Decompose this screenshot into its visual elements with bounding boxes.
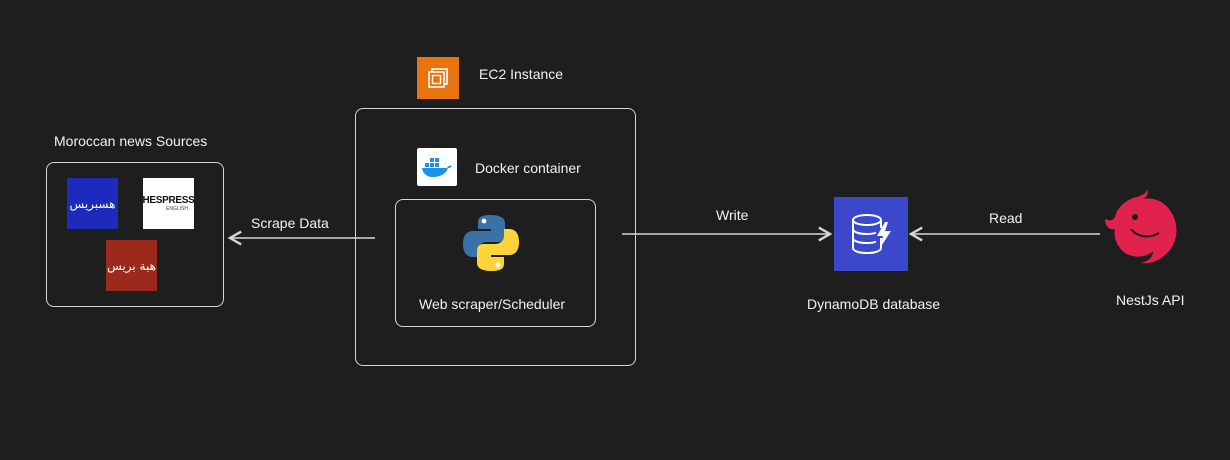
docker-icon [417,148,457,186]
docker-box [395,199,596,327]
sources-box [46,162,224,307]
hiba-press-text: هبة بريس [107,258,156,273]
hiba-press-logo: هبة بريس [106,240,157,291]
hespress-english-sub: ENGLISH [166,206,188,212]
hespress-arabic-text: هسبريس [69,196,116,211]
hespress-arabic-logo: هسبريس [67,178,118,229]
python-icon [458,210,524,276]
ec2-label: EC2 Instance [479,66,564,82]
ec2-icon [417,57,459,99]
nestjs-icon [1100,184,1186,270]
dynamo-label: DynamoDB database [807,296,941,312]
edge-scrape-label: Scrape Data [251,215,329,231]
ec2-box [355,108,636,366]
hespress-english-text: HESPRESS [143,195,194,206]
hespress-english-logo: HESPRESS ENGLISH [143,178,194,229]
docker-label: Docker container [475,160,581,176]
nest-label: NestJs API [1116,292,1185,308]
edge-write-label: Write [716,207,749,223]
scraper-label: Web scraper/Scheduler [419,296,566,312]
dynamodb-icon [834,197,908,271]
edge-read-label: Read [989,210,1023,226]
sources-label: Moroccan news Sources [54,133,208,149]
